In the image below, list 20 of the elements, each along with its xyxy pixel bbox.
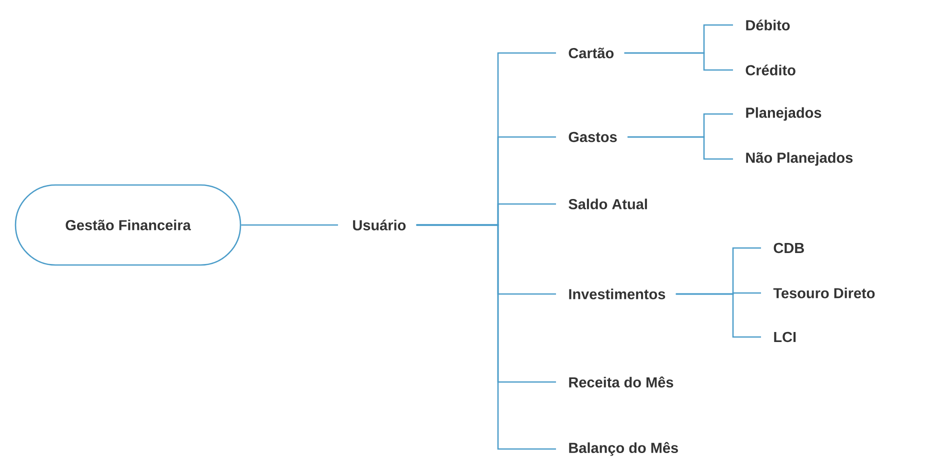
node-label: Tesouro Direto	[773, 288, 875, 298]
node-label: Não Planejados	[746, 152, 853, 166]
rounded-box: Gestão Financeira	[14, 184, 242, 266]
node-label: Débito	[746, 20, 790, 30]
node-label: Receita do Mês	[569, 376, 674, 388]
node-label: Planejados	[746, 107, 822, 121]
node-label: CDB	[774, 242, 804, 254]
node-label: Usuário	[353, 220, 406, 230]
node-label: Balanço do Mês	[569, 442, 678, 456]
node-label: Gastos	[568, 132, 617, 142]
connector-line	[416, 224, 556, 450]
node-label: Saldo Atual	[568, 198, 647, 210]
node-label: Investimentos	[569, 288, 666, 300]
connector-line	[241, 224, 338, 226]
connector-line	[676, 293, 761, 338]
connector-line	[624, 52, 733, 71]
node-label: LCI	[774, 332, 796, 342]
connector-line	[628, 136, 733, 160]
node-label: Crédito	[746, 64, 796, 76]
node-label: Cartão	[568, 48, 614, 58]
